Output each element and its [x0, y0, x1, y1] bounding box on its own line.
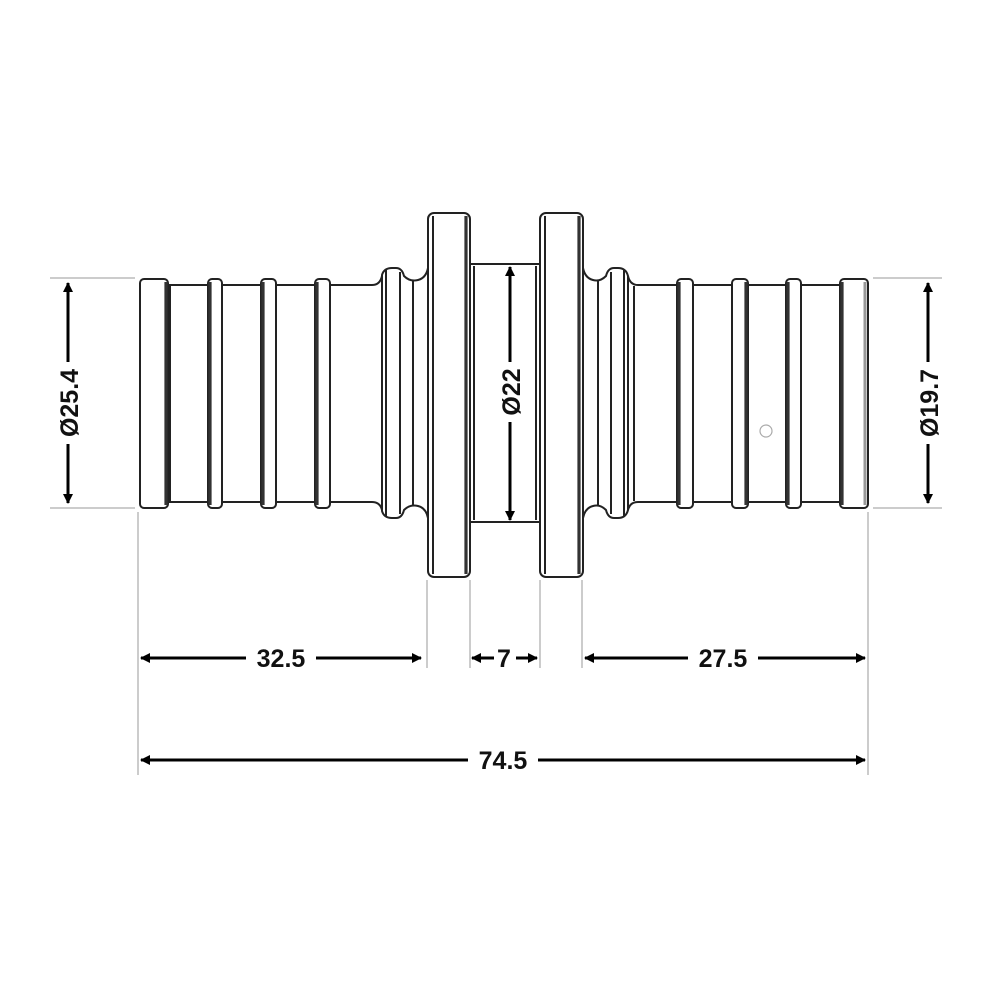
dimension-total-length: 74.5	[140, 746, 866, 775]
right-diameter-label: Ø19.7	[916, 369, 944, 437]
center-length-label: 7	[497, 645, 511, 673]
coupling-right-barb	[582, 267, 869, 519]
center-diameter-label: Ø22	[498, 368, 526, 415]
right-length-label: 27.5	[699, 645, 748, 673]
dimension-right-diameter: Ø19.7	[914, 282, 944, 504]
dimension-center-length: 7	[471, 644, 538, 673]
left-diameter-label: Ø25.4	[56, 369, 84, 437]
coupling-right-flange	[539, 212, 584, 578]
dimension-left-length: 32.5	[140, 644, 422, 673]
coupling-left-barb	[139, 267, 429, 519]
extension-lines	[50, 277, 942, 775]
total-length-label: 74.5	[479, 747, 528, 775]
dimension-center-diameter: Ø22	[496, 266, 526, 521]
coupling-left-flange	[427, 212, 471, 578]
left-length-label: 32.5	[257, 645, 306, 673]
dimension-right-length: 27.5	[584, 644, 866, 673]
dimension-left-diameter: Ø25.4	[54, 282, 84, 504]
marker-dot	[759, 424, 773, 438]
